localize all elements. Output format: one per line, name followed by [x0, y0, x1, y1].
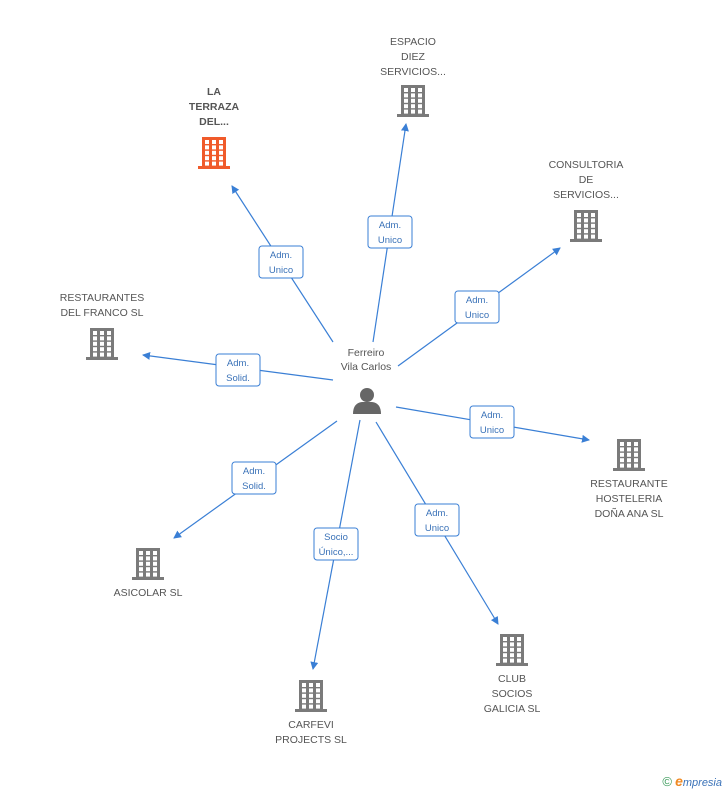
brand-initial: e	[675, 773, 683, 789]
node-label-espacio-diez[interactable]: ESPACIO	[390, 36, 436, 48]
edge-label-line: Unico	[269, 265, 293, 276]
edge-label-line: Socio	[324, 532, 348, 543]
building-icon[interactable]	[570, 210, 602, 242]
edge-label-consultoria[interactable]: Adm. Unico	[454, 290, 500, 324]
edge-label-line: Solid.	[226, 373, 250, 384]
edge-label-asicolar[interactable]: Adm. Solid.	[231, 461, 277, 495]
edge-label-line: Solid.	[242, 481, 266, 492]
center-label[interactable]: Ferreiro	[348, 347, 385, 359]
node-label-club-socios[interactable]: CLUB	[498, 673, 526, 685]
node-label-espacio-diez[interactable]: SERVICIOS...	[380, 66, 446, 78]
node-label-restaurantes-franco[interactable]: RESTAURANTES	[60, 292, 144, 304]
building-icon[interactable]	[198, 137, 230, 169]
copyright-icon: ©	[662, 774, 673, 789]
edge-label-line: Unico	[425, 523, 449, 534]
edge-label-line: Adm.	[227, 358, 249, 369]
edge-label-line: Adm.	[243, 466, 265, 477]
edge-label-line: Adm.	[270, 250, 292, 261]
edge-label-restaurantes-franco[interactable]: Adm. Solid.	[215, 353, 261, 387]
node-label-la-terraza[interactable]: LA	[207, 86, 221, 98]
node-label-espacio-diez[interactable]: DIEZ	[401, 51, 426, 63]
building-icon[interactable]	[295, 680, 327, 712]
edge-label-line: Adm.	[379, 220, 401, 231]
edge-label-line: Unico	[480, 425, 504, 436]
building-icon[interactable]	[397, 85, 429, 117]
node-label-restaurante-hosteleria[interactable]: RESTAURANTE	[590, 478, 667, 490]
edge-label-line: Unico	[378, 235, 402, 246]
node-label-consultoria[interactable]: DE	[579, 174, 594, 186]
node-label-consultoria[interactable]: CONSULTORIA	[549, 159, 624, 171]
building-icon[interactable]	[86, 328, 118, 360]
edge-label-espacio-diez[interactable]: Adm. Unico	[367, 215, 413, 249]
edge-label-line: Unico	[465, 310, 489, 321]
edge-label-restaurante-hosteleria[interactable]: Adm. Unico	[469, 405, 515, 439]
edge-label-club-socios[interactable]: Adm. Unico	[414, 503, 460, 537]
node-label-la-terraza[interactable]: DEL...	[199, 116, 229, 128]
building-icon[interactable]	[496, 634, 528, 666]
node-label-consultoria[interactable]: SERVICIOS...	[553, 189, 619, 201]
edge-label-la-terraza[interactable]: Adm. Unico	[258, 245, 304, 279]
edges-layer: Adm.UnicoAdm.UnicoAdm.UnicoAdm.Solid.Adm…	[142, 123, 590, 670]
edge-label-line: Adm.	[466, 295, 488, 306]
edge-label-line: Adm.	[481, 410, 503, 421]
edge-label-line: Único,...	[319, 547, 354, 558]
building-icon[interactable]	[132, 548, 164, 580]
person-icon	[353, 388, 381, 414]
node-label-club-socios[interactable]: SOCIOS	[492, 688, 533, 700]
node-label-restaurante-hosteleria[interactable]: DOÑA ANA SL	[595, 507, 664, 520]
node-label-carfevi[interactable]: CARFEVI	[288, 719, 334, 731]
node-label-club-socios[interactable]: GALICIA SL	[484, 703, 541, 715]
node-label-restaurante-hosteleria[interactable]: HOSTELERIA	[596, 493, 663, 505]
node-label-restaurantes-franco[interactable]: DEL FRANCO SL	[60, 307, 143, 319]
center-label[interactable]: Vila Carlos	[341, 361, 392, 373]
footer-brand[interactable]: © empresia	[662, 773, 722, 789]
node-label-la-terraza[interactable]: TERRAZA	[189, 101, 240, 113]
node-label-carfevi[interactable]: PROJECTS SL	[275, 734, 347, 746]
building-icon[interactable]	[613, 439, 645, 471]
nodes-layer: LA TERRAZA DEL... ESPACIO DIEZ SERVICIOS... CO…	[60, 36, 668, 746]
node-label-asicolar[interactable]: ASICOLAR SL	[114, 587, 183, 599]
brand-name: mpresia	[682, 777, 722, 789]
edge-label-carfevi[interactable]: SocioÚnico,...	[313, 527, 359, 561]
edge-label-line: Adm.	[426, 508, 448, 519]
